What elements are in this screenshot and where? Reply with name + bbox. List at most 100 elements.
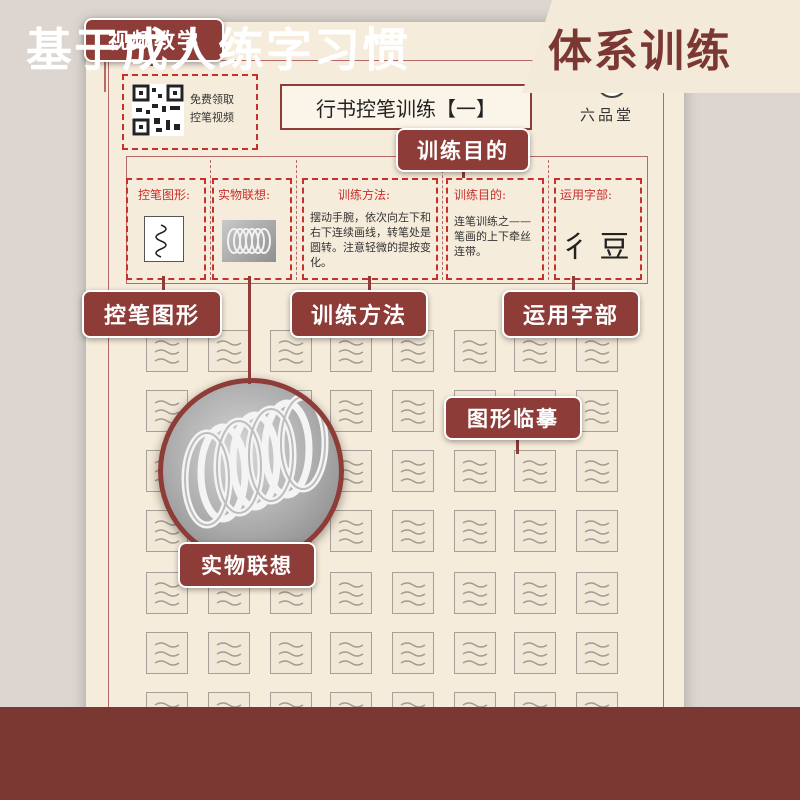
tracing-cell (514, 632, 556, 674)
wave-trace-icon (522, 460, 548, 484)
page-title: 行书控笔训练【一】 (280, 84, 532, 130)
spring-icon (227, 228, 271, 254)
wave-trace-icon (216, 642, 242, 666)
qr-caption-line1: 免费领取 (190, 93, 234, 106)
wave-trace-icon (462, 460, 488, 484)
wave-trace-icon (400, 460, 426, 484)
banner-left-text: 基于成人练字习惯 (26, 22, 410, 77)
radical-column-label: 运用字部: (560, 188, 613, 202)
object-column (212, 178, 292, 280)
wave-trace-icon (338, 520, 364, 544)
qr-block (122, 74, 258, 150)
tracing-cell (392, 572, 434, 614)
callout-video: 视频教学 (84, 18, 224, 62)
wave-trace-icon (584, 400, 610, 424)
wave-trace-icon (462, 340, 488, 364)
callout-shape: 控笔图形 (82, 290, 222, 338)
tracing-cell (392, 390, 434, 432)
tracing-cell (514, 510, 556, 552)
callout-pointer (162, 276, 165, 292)
wave-trace-icon (584, 520, 610, 544)
purpose-column-label: 训练目的: (454, 188, 507, 202)
tracing-cell (514, 572, 556, 614)
wave-trace-icon (216, 340, 242, 364)
tracing-cell (576, 510, 618, 552)
tracing-cell (454, 450, 496, 492)
shape-column (126, 178, 206, 280)
tracing-cell (270, 632, 312, 674)
wave-trace-icon (462, 582, 488, 606)
wave-trace-icon (584, 582, 610, 606)
tracing-cell (576, 632, 618, 674)
tracing-cell (330, 572, 372, 614)
wave-trace-icon (522, 642, 548, 666)
wave-trace-icon (400, 520, 426, 544)
tracing-cell (576, 390, 618, 432)
banner-right-text: 体系训练 (548, 25, 732, 77)
callout-pointer (572, 276, 575, 292)
wave-trace-icon (522, 340, 548, 364)
wave-trace-icon (400, 582, 426, 606)
wave-trace-icon (522, 520, 548, 544)
callout-pointer (516, 432, 519, 454)
radical-column (554, 178, 642, 280)
tracing-cell (392, 450, 434, 492)
tracing-cell (514, 450, 556, 492)
callout-radical: 运用字部 (502, 290, 640, 338)
brand-name: 六品堂 (580, 106, 635, 124)
spring-icon (181, 393, 329, 529)
wave-trace-icon (400, 400, 426, 424)
wave-trace-icon (584, 460, 610, 484)
column-divider (548, 160, 549, 280)
callout-method: 训练方法 (290, 290, 428, 338)
wave-trace-icon (338, 582, 364, 606)
tracing-cell (454, 330, 496, 372)
spring-thumbnail (222, 220, 276, 262)
tracing-cell (576, 450, 618, 492)
wave-trace-icon (400, 340, 426, 364)
callout-pointer (368, 276, 371, 292)
qr-caption-line2: 控笔视频 (190, 111, 234, 124)
wave-trace-icon (338, 400, 364, 424)
method-column-label: 训练方法: (338, 188, 391, 202)
purpose-column (446, 178, 544, 280)
tracing-cell (392, 632, 434, 674)
wave-trace-icon (584, 642, 610, 666)
shape-sample-box (144, 216, 184, 262)
tracing-cell (454, 572, 496, 614)
wave-trace-icon (278, 340, 304, 364)
tracing-cell (330, 510, 372, 552)
wave-trace-icon (154, 642, 180, 666)
column-divider (210, 160, 211, 280)
wave-trace-icon (154, 340, 180, 364)
wave-trace-icon (338, 340, 364, 364)
purpose-text: 连笔训练之——笔画的上下牵丝连带。 (454, 215, 531, 258)
tracing-cell (208, 632, 250, 674)
shape-column-label: 控笔图形: (138, 188, 191, 202)
wave-trace-icon (400, 642, 426, 666)
column-divider (296, 160, 297, 280)
method-text: 摆动手腕，依次向左下和右下连续画线，转笔处是圆转。注意轻微的提按变化。 (310, 211, 431, 269)
callout-pointer (248, 276, 251, 384)
column-divider (442, 160, 443, 280)
tracing-cell (330, 632, 372, 674)
bottom-banner (0, 707, 800, 800)
tracing-cell (454, 632, 496, 674)
wave-trace-icon (462, 520, 488, 544)
callout-trace: 图形临摹 (444, 396, 582, 440)
wave-trace-icon (584, 340, 610, 364)
tracing-cell (392, 510, 434, 552)
wave-trace-icon (154, 582, 180, 606)
tracing-cell (576, 572, 618, 614)
tracing-cell (330, 390, 372, 432)
callout-purpose: 训练目的 (396, 128, 530, 172)
radical-glyphs: 彳 豆 (560, 230, 630, 265)
wave-trace-icon (338, 642, 364, 666)
wave-trace-icon (522, 582, 548, 606)
tracing-cell (454, 510, 496, 552)
spring-zoom-view (158, 378, 344, 564)
callout-object: 实物联想 (178, 542, 316, 588)
qr-code-icon[interactable] (132, 84, 184, 136)
wave-trace-icon (462, 642, 488, 666)
wave-shape-icon (155, 224, 167, 258)
